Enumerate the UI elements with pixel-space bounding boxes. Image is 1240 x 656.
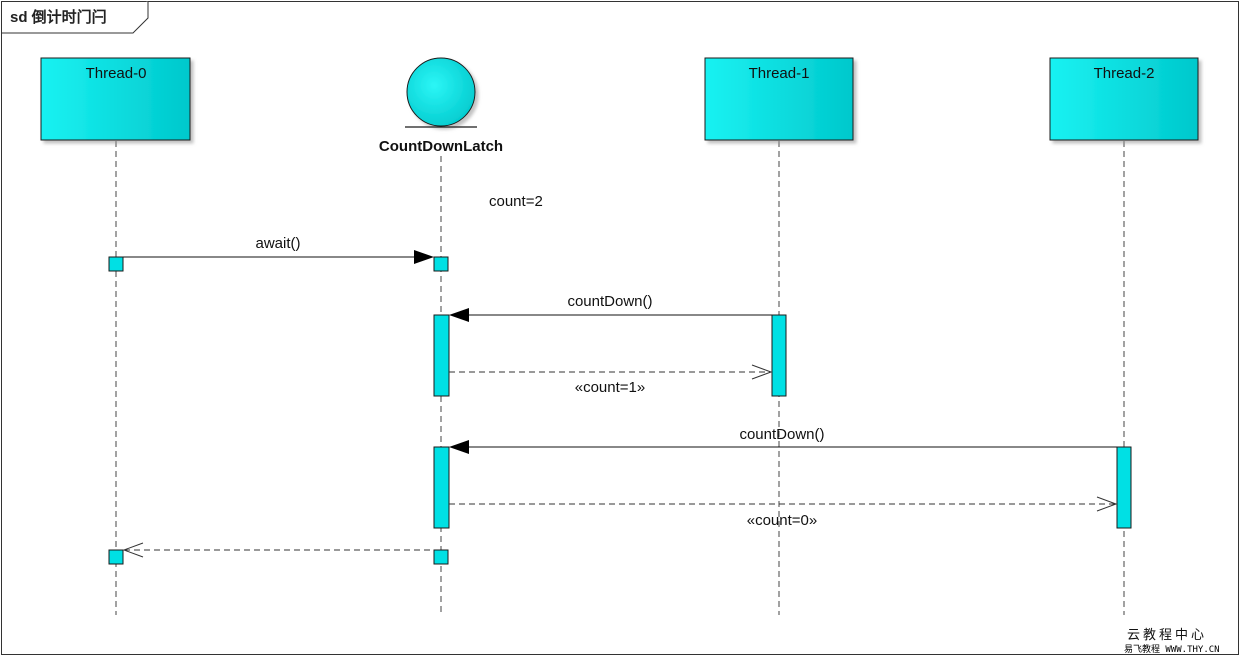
frame-tab: [1, 1, 149, 34]
return-label-count-0: «count=0»: [747, 512, 817, 529]
message-countdown-thread-2[interactable]: countDown(): [449, 426, 1117, 454]
return-release-thread-0[interactable]: [122, 542, 434, 558]
lifeline-head-thread-2[interactable]: Thread-2: [1049, 57, 1199, 141]
arrowhead-filled-icon: [449, 308, 469, 322]
lifeline-name-countdownlatch: CountDownLatch: [379, 138, 503, 155]
message-label-countdown-2: countDown(): [739, 426, 824, 443]
arrowhead-open-icon: [751, 364, 773, 380]
message-label-await: await(): [255, 235, 300, 252]
arrowhead-open-icon: [122, 542, 144, 558]
initial-count-note: count=2: [489, 193, 543, 210]
activation-bars: [108, 256, 1132, 565]
arrowhead-filled-icon: [449, 440, 469, 454]
arrowhead-filled-icon: [414, 250, 434, 264]
activation-thread-0-await: [108, 256, 124, 272]
message-countdown-thread-1[interactable]: countDown(): [449, 293, 772, 322]
lifeline-head-countdownlatch[interactable]: CountDownLatch: [379, 57, 503, 155]
lifeline-lines: [115, 141, 1125, 615]
frame-label: sd 倒计时门闩: [10, 8, 107, 26]
activation-latch-await: [433, 256, 449, 272]
lifeline-name-thread-2: Thread-2: [1094, 65, 1155, 82]
activation-latch-countdown-1: [433, 314, 450, 397]
message-label-countdown-1: countDown(): [567, 293, 652, 310]
watermark-subtitle: 易飞教程 WWW.THY.CN: [1124, 643, 1220, 655]
activation-thread-0-release: [108, 549, 124, 565]
activation-latch-release: [433, 549, 449, 565]
watermark-title: 云教程中心: [1127, 627, 1207, 643]
return-label-count-1: «count=1»: [575, 379, 645, 396]
lifeline-name-thread-1: Thread-1: [749, 65, 810, 82]
activation-thread-1: [771, 314, 787, 397]
return-count-0[interactable]: «count=0»: [449, 496, 1118, 529]
lifeline-name-thread-0: Thread-0: [86, 65, 147, 82]
lifeline-head-thread-1[interactable]: Thread-1: [704, 57, 854, 141]
arrowhead-open-icon: [1096, 496, 1118, 512]
activation-latch-countdown-2: [433, 446, 450, 529]
entity-icon: [406, 57, 476, 127]
message-await[interactable]: await(): [123, 235, 434, 264]
activation-thread-2: [1116, 446, 1132, 529]
return-count-1[interactable]: «count=1»: [449, 364, 773, 396]
lifeline-head-thread-0[interactable]: Thread-0: [40, 57, 191, 141]
